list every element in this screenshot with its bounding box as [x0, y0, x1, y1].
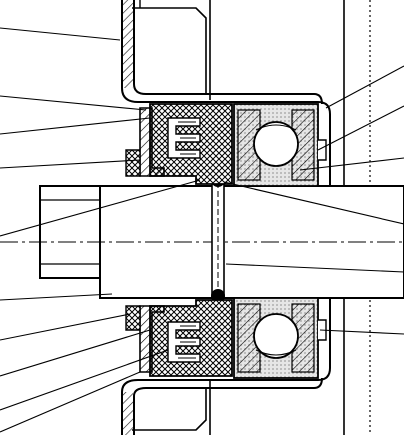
leader-line: [317, 105, 404, 151]
housing-bottom: [121, 298, 331, 435]
cross-pin: [211, 173, 225, 303]
leader-line: [0, 95, 147, 111]
leader-line: [0, 349, 169, 411]
leader-line: [225, 263, 404, 273]
leader-line: [0, 293, 113, 301]
seal-assembly-top: [125, 103, 327, 187]
leader-line: [299, 157, 404, 171]
leader-line: [0, 179, 201, 237]
leader-line: [0, 27, 121, 41]
leader-line: [223, 181, 404, 225]
leader-line: [0, 117, 151, 135]
leader-line: [325, 65, 404, 109]
leader-lines-left: [0, 27, 201, 433]
housing-top: [121, 0, 331, 188]
leader-line: [0, 313, 131, 341]
leader-line: [0, 371, 141, 433]
leader-lines-right: [223, 65, 404, 335]
leader-line: [319, 329, 404, 335]
leader-line: [0, 329, 151, 377]
leader-line: [0, 159, 141, 169]
seal-assembly-bottom: [125, 297, 327, 379]
